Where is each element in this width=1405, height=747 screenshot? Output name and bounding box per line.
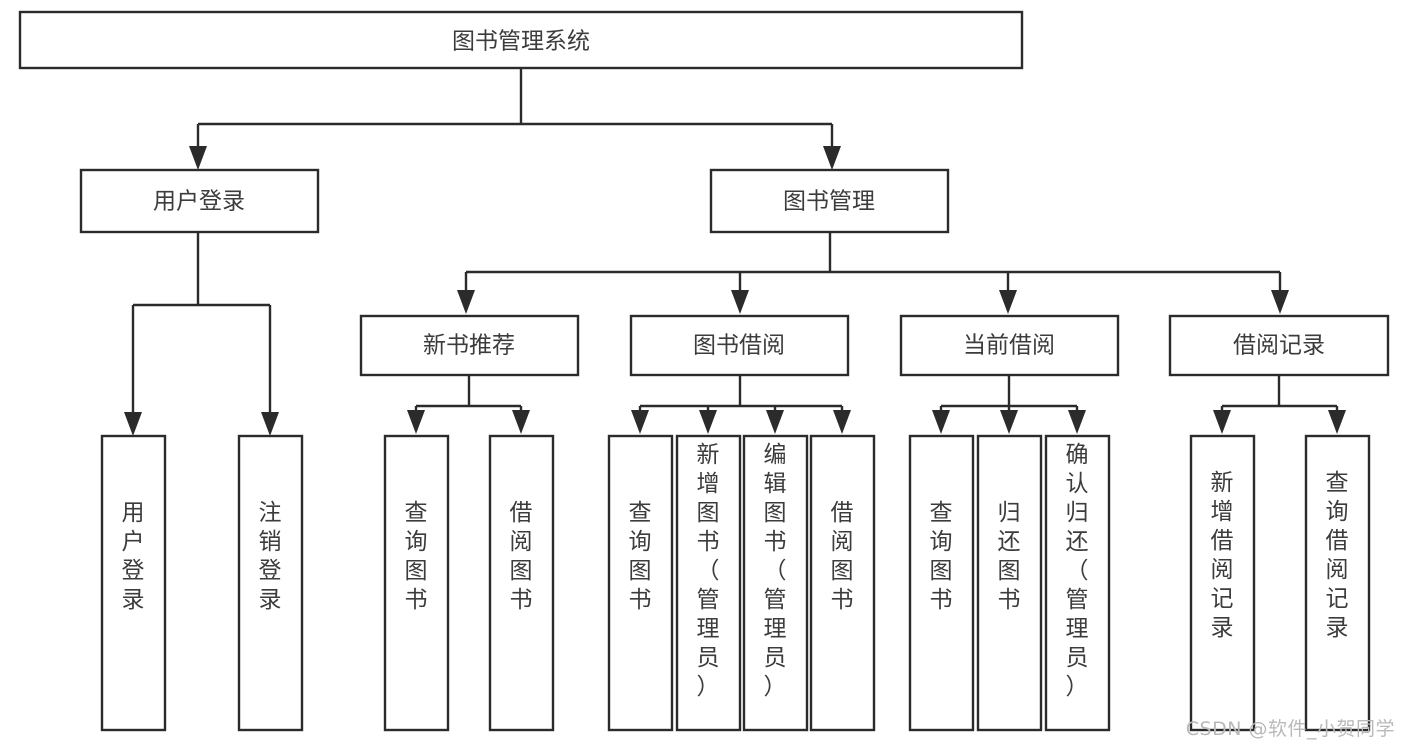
connectors-bookmgmt-to-level3 bbox=[457, 232, 1289, 314]
node-root-label: 图书管理系统 bbox=[452, 29, 590, 55]
leaf-label: 编辑图书（管理员） bbox=[764, 442, 787, 700]
node-new-book-recommend[interactable]: 新书推荐 bbox=[359, 314, 580, 377]
connectors-record-to-leaves bbox=[1213, 375, 1346, 434]
leaf-node[interactable]: 归还图书 bbox=[976, 434, 1043, 732]
node-book-borrow[interactable]: 图书借阅 bbox=[629, 314, 850, 377]
node-user-login-box[interactable] bbox=[79, 168, 320, 234]
arrow-head-icon bbox=[1213, 410, 1231, 434]
arrow-head-icon bbox=[999, 290, 1017, 314]
watermark-text: CSDN @软件_小贺同学 bbox=[1185, 718, 1395, 740]
node-current-borrow[interactable]: 当前借阅 bbox=[899, 314, 1120, 377]
arrow-head-icon bbox=[823, 146, 841, 170]
leaf-box[interactable] bbox=[1304, 434, 1371, 732]
leaf-label: 查询图书 bbox=[629, 500, 652, 613]
arrow-head-icon bbox=[1328, 410, 1346, 434]
connectors-newbook-to-leaves bbox=[407, 375, 530, 434]
node-root-box[interactable] bbox=[18, 10, 1024, 70]
leaf-label: 新增借阅记录 bbox=[1211, 470, 1234, 641]
connectors-borrow-to-leaves bbox=[631, 375, 851, 434]
arrow-head-icon bbox=[699, 410, 717, 434]
arrow-head-icon bbox=[457, 290, 475, 314]
node-root[interactable]: 图书管理系统 bbox=[18, 10, 1024, 70]
leaf-box[interactable] bbox=[1189, 434, 1256, 732]
leaf-box[interactable] bbox=[237, 434, 304, 732]
node-borrow-record[interactable]: 借阅记录 bbox=[1168, 314, 1390, 377]
leaf-node[interactable]: 查询借阅记录 bbox=[1304, 434, 1371, 732]
node-book-borrow-label: 图书借阅 bbox=[693, 333, 785, 359]
leaf-node[interactable]: 新增借阅记录 bbox=[1189, 434, 1256, 732]
leaf-node[interactable]: 确认归还（管理员） bbox=[1044, 434, 1111, 732]
leaf-box[interactable] bbox=[809, 434, 876, 732]
node-book-management-label: 图书管理 bbox=[783, 189, 875, 215]
arrow-head-icon bbox=[766, 410, 784, 434]
node-book-borrow-box[interactable] bbox=[629, 314, 850, 377]
leaf-label: 用户登录 bbox=[122, 500, 145, 613]
leaf-box[interactable] bbox=[742, 434, 809, 732]
leaf-node[interactable]: 借阅图书 bbox=[809, 434, 876, 732]
node-borrow-record-box[interactable] bbox=[1168, 314, 1390, 377]
node-new-book-recommend-label: 新书推荐 bbox=[423, 333, 515, 359]
node-user-login-label: 用户登录 bbox=[153, 189, 245, 215]
leaf-label: 确认归还（管理员） bbox=[1066, 442, 1089, 700]
node-book-management[interactable]: 图书管理 bbox=[709, 168, 950, 234]
leaf-label: 借阅图书 bbox=[510, 500, 533, 613]
leaf-box[interactable] bbox=[976, 434, 1043, 732]
arrow-head-icon bbox=[1000, 410, 1018, 434]
arrow-head-icon bbox=[189, 146, 207, 170]
leaf-label: 查询图书 bbox=[930, 500, 953, 613]
arrow-head-icon bbox=[932, 410, 950, 434]
node-current-borrow-box[interactable] bbox=[899, 314, 1120, 377]
node-book-management-box[interactable] bbox=[709, 168, 950, 234]
leaf-box[interactable] bbox=[607, 434, 674, 732]
leaf-node[interactable]: 查询图书 bbox=[607, 434, 674, 732]
leaf-label: 新增图书（管理员） bbox=[697, 442, 720, 700]
arrow-head-icon bbox=[407, 410, 425, 434]
arrow-head-icon bbox=[833, 410, 851, 434]
arrow-head-icon bbox=[124, 412, 142, 436]
leaf-label: 借阅图书 bbox=[831, 500, 854, 613]
arrow-head-icon bbox=[631, 410, 649, 434]
leaf-box[interactable] bbox=[1044, 434, 1111, 732]
arrow-head-icon bbox=[512, 410, 530, 434]
leaf-node[interactable]: 借阅图书 bbox=[488, 434, 555, 732]
leaf-node[interactable]: 用户登录 bbox=[100, 434, 167, 732]
node-new-book-recommend-box[interactable] bbox=[359, 314, 580, 377]
leaf-node[interactable]: 编辑图书（管理员） bbox=[742, 434, 809, 732]
leaf-box[interactable] bbox=[675, 434, 742, 732]
leaf-label: 注销登录 bbox=[259, 500, 282, 613]
arrow-head-icon bbox=[1271, 290, 1289, 314]
connectors-root-to-level2 bbox=[189, 68, 841, 170]
leaf-node[interactable]: 新增图书（管理员） bbox=[675, 434, 742, 732]
leaf-box[interactable] bbox=[908, 434, 975, 732]
connectors-userlogin-to-leaves bbox=[124, 232, 279, 436]
arrow-head-icon bbox=[261, 412, 279, 436]
leaf-box[interactable] bbox=[100, 434, 167, 732]
node-user-login[interactable]: 用户登录 bbox=[79, 168, 320, 234]
leaf-box[interactable] bbox=[488, 434, 555, 732]
leaf-node[interactable]: 查询图书 bbox=[908, 434, 975, 732]
leaf-node[interactable]: 注销登录 bbox=[237, 434, 304, 732]
node-current-borrow-label: 当前借阅 bbox=[963, 333, 1055, 359]
leaf-node[interactable]: 查询图书 bbox=[383, 434, 450, 732]
leaf-label: 查询图书 bbox=[405, 500, 428, 613]
leaf-box[interactable] bbox=[383, 434, 450, 732]
leaf-label: 归还图书 bbox=[998, 500, 1021, 613]
leaf-label: 查询借阅记录 bbox=[1326, 470, 1349, 641]
node-borrow-record-label: 借阅记录 bbox=[1233, 333, 1325, 359]
connectors-current-to-leaves bbox=[932, 375, 1086, 434]
arrow-head-icon bbox=[1068, 410, 1086, 434]
arrow-head-icon bbox=[731, 290, 749, 314]
